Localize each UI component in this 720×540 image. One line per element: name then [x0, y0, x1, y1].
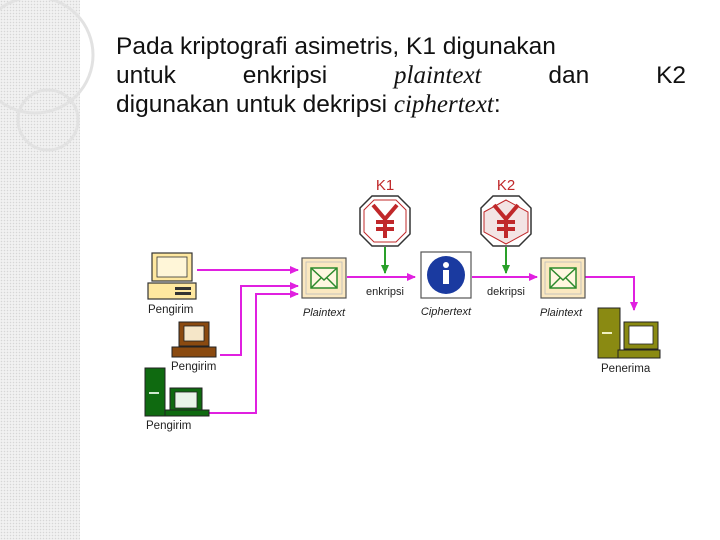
key1-icon — [360, 196, 410, 246]
sender1-label: Pengirim — [148, 304, 193, 316]
sender1-computer-icon — [148, 253, 196, 299]
sender-arrows — [197, 270, 298, 413]
sender3-computer-icon — [145, 368, 209, 416]
plaintext-envelope-icon — [302, 258, 346, 298]
arrow-to-receiver — [585, 277, 634, 310]
receiver-label: Penerima — [601, 363, 651, 375]
info-icon — [421, 252, 471, 298]
arrow-sender2-to-plaintext — [220, 286, 298, 355]
arrow-sender3-to-plaintext — [206, 294, 298, 413]
key1-label: K1 — [376, 177, 394, 194]
key2-label: K2 — [497, 177, 515, 194]
sender2-label: Pengirim — [171, 361, 216, 373]
sender2-computer-icon — [172, 322, 216, 357]
key2-icon — [481, 196, 531, 246]
sender3-label: Pengirim — [146, 420, 191, 432]
receiver-computer-icon — [598, 308, 660, 358]
decrypt-label: dekripsi — [487, 286, 525, 298]
plaintext-in-label: Plaintext — [303, 307, 346, 319]
ciphertext-label: Ciphertext — [421, 306, 472, 318]
plaintext-out-label: Plaintext — [540, 307, 583, 319]
encrypt-label: enkripsi — [366, 286, 404, 298]
plaintext-output-envelope-icon — [541, 258, 585, 298]
